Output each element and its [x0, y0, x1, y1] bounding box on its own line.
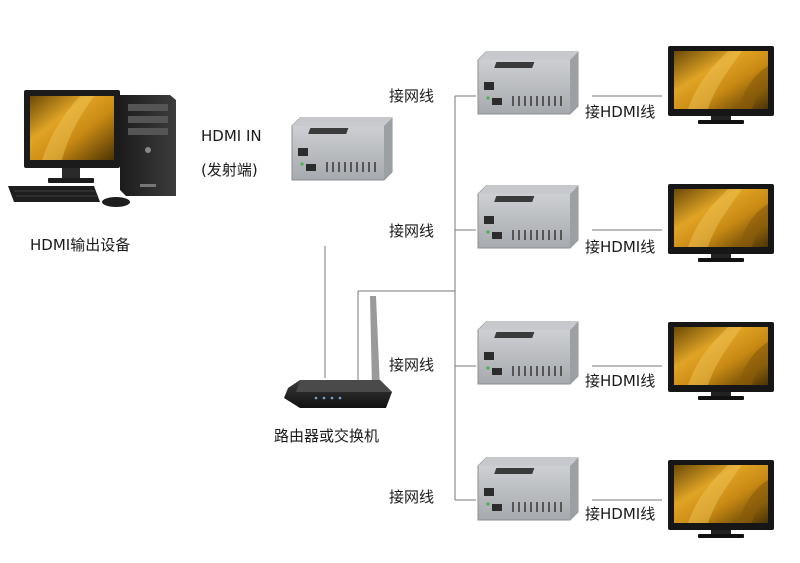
connection-lines: [324, 95, 662, 501]
tv-display-2: [668, 184, 774, 262]
lan-label-4: 接网线: [389, 488, 435, 506]
receiver-box-4: [477, 457, 579, 521]
receiver-box-1: [477, 51, 579, 115]
hdmi-label-1: 接HDMI线: [585, 103, 656, 121]
hdmi-in-label: HDMI IN: [201, 127, 262, 145]
receiver-box-3: [477, 321, 579, 385]
pc-mouse: [102, 197, 130, 207]
receiver-box-2: [477, 185, 579, 249]
lan-label-2: 接网线: [389, 222, 435, 240]
source-device-label: HDMI输出设备: [30, 236, 131, 254]
tv-display-3: [668, 322, 774, 400]
transmitter-sublabel: (发射端): [201, 161, 258, 179]
pc-source-device: [8, 90, 176, 207]
tv-display-1: [668, 46, 774, 124]
lan-label-3: 接网线: [389, 356, 435, 374]
hdmi-label-3: 接HDMI线: [585, 372, 656, 390]
tv-display-4: [668, 460, 774, 538]
hdmi-label-2: 接HDMI线: [585, 238, 656, 256]
router-device: [284, 296, 392, 408]
transmitter-box: [291, 117, 393, 181]
pc-keyboard: [8, 186, 100, 202]
lan-label-1: 接网线: [389, 87, 435, 105]
router-label: 路由器或交换机: [274, 427, 380, 445]
hdmi-label-4: 接HDMI线: [585, 505, 656, 523]
